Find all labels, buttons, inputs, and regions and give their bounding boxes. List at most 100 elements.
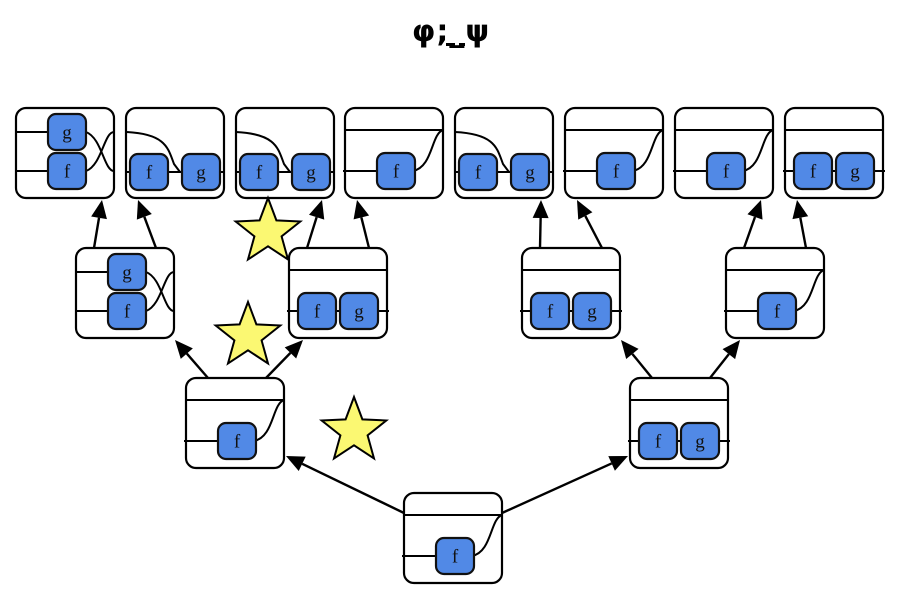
box-L: f — [184, 376, 286, 470]
node-f-label: f — [774, 302, 781, 323]
node-f-label: f — [452, 547, 459, 568]
arrowhead-icon — [136, 200, 152, 220]
edge-RL-to-RLR — [577, 200, 604, 249]
arrowhead-icon — [747, 200, 763, 220]
node-f-rect — [46, 151, 88, 191]
node-g-label: g — [850, 162, 860, 183]
node-g: g — [180, 152, 222, 192]
box-LLL: gf — [14, 106, 116, 200]
edge-line — [799, 217, 808, 249]
wire-out — [742, 129, 774, 172]
edge-LL-to-LLL — [91, 200, 107, 249]
node-f: f — [792, 151, 834, 191]
edge-line — [501, 462, 613, 515]
node-g-rect — [834, 151, 876, 191]
box-root: f — [402, 491, 504, 585]
arrowhead-icon — [286, 456, 306, 472]
diagram-title: φ;_ψ — [0, 14, 902, 49]
node-g-rect — [509, 152, 551, 192]
edge-RR-to-RRR — [792, 200, 809, 249]
stars-layer — [212, 195, 390, 461]
edge-line — [742, 216, 757, 249]
title-semicolon: ; — [436, 14, 450, 49]
edge-line — [92, 217, 101, 249]
node-g: g — [290, 152, 332, 192]
node-f: f — [595, 151, 637, 191]
node-f-rect — [128, 152, 170, 192]
wire-cross-1 — [85, 131, 115, 172]
edge-line — [360, 217, 371, 249]
edge-L-to-LR — [265, 340, 303, 379]
node-g-rect — [46, 112, 88, 152]
node-f-label: f — [547, 302, 554, 323]
star-LR-edge-star-icon — [232, 195, 304, 262]
node-f: f — [756, 291, 798, 331]
box-LL: gf — [74, 246, 176, 340]
node-f-rect — [529, 291, 571, 331]
node-f-label: f — [234, 432, 241, 453]
edge-LR-to-LRR — [353, 200, 371, 249]
node-f: f — [375, 151, 417, 191]
node-g-label: g — [525, 163, 535, 184]
node-f: f — [46, 151, 88, 191]
node-f: f — [106, 291, 148, 331]
arrowhead-icon — [353, 200, 370, 220]
node-f-rect — [434, 536, 476, 576]
node-g-rect — [338, 291, 380, 331]
node-f-label: f — [475, 163, 482, 184]
node-f-rect — [296, 291, 338, 331]
node-f-rect — [375, 151, 417, 191]
edge-line — [185, 352, 209, 379]
star-root-edge-star-icon — [318, 394, 390, 461]
edge-R-to-RL — [621, 340, 653, 379]
node-f-rect — [637, 421, 679, 461]
node-f-label: f — [64, 162, 71, 183]
node-g-label: g — [196, 163, 206, 184]
edge-L-to-LL — [175, 340, 209, 379]
edge-RL-to-RLL — [532, 200, 549, 249]
node-g-rect — [571, 291, 613, 331]
edge-line — [538, 217, 542, 249]
node-g: g — [679, 421, 721, 461]
edge-line — [631, 353, 653, 379]
arrowhead-icon — [621, 340, 639, 360]
node-g-label: g — [354, 302, 364, 323]
node-f: f — [637, 421, 679, 461]
node-f-label: f — [146, 163, 153, 184]
node-f: f — [705, 151, 747, 191]
edge-line — [265, 352, 292, 379]
node-f: f — [238, 152, 280, 192]
wire-out — [793, 269, 825, 312]
node-f: f — [128, 152, 170, 192]
node-f-rect — [792, 151, 834, 191]
edge-R-to-RR — [709, 340, 740, 379]
box-RRL: f — [673, 106, 775, 200]
edges-layer — [91, 200, 809, 515]
node-f: f — [434, 536, 476, 576]
node-f: f — [457, 152, 499, 192]
node-g-rect — [106, 252, 148, 292]
node-g: g — [338, 291, 380, 331]
node-g-label: g — [306, 163, 316, 184]
node-g-rect — [180, 152, 222, 192]
wire-bend — [454, 131, 510, 173]
node-f-label: f — [256, 163, 263, 184]
node-g: g — [834, 151, 876, 191]
node-g-label: g — [62, 123, 72, 144]
title-psi: ψ — [465, 14, 491, 49]
edge-line — [301, 462, 405, 515]
wire-cross-2 — [85, 131, 115, 172]
edge-LR-to-LRL — [305, 200, 325, 249]
node-g: g — [46, 112, 88, 152]
edge-LL-to-LLR — [136, 200, 158, 249]
arrowhead-icon — [577, 200, 593, 220]
box-RR: f — [724, 246, 826, 340]
node-f-rect — [756, 291, 798, 331]
